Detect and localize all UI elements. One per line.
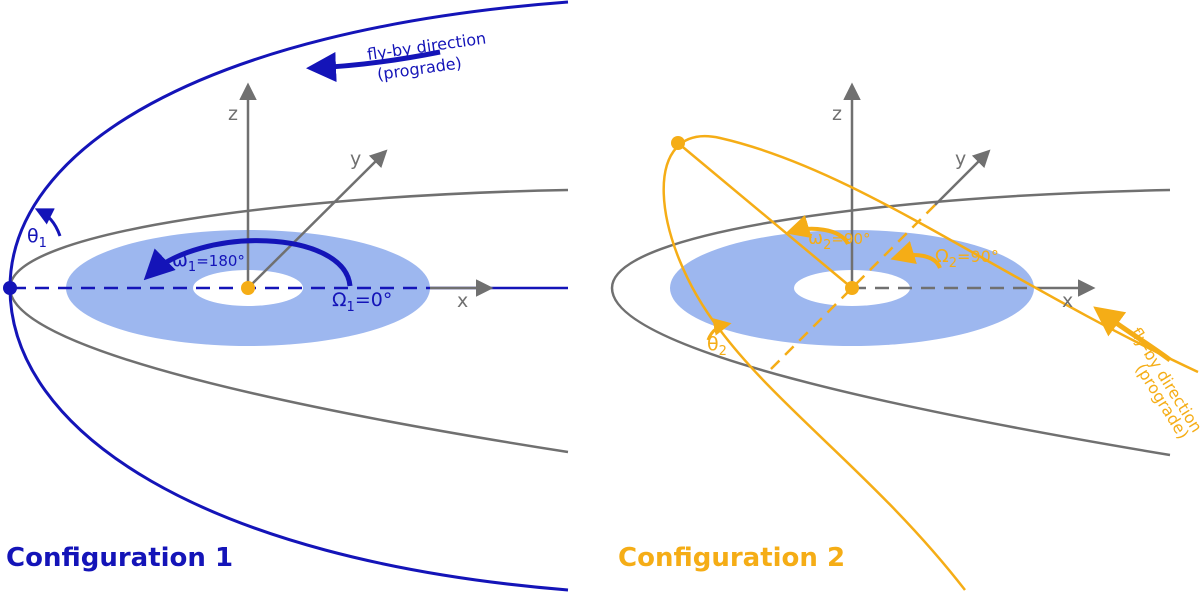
configuration-2-panel: z y x ω2=90° Ω2=90° θ2 fly-by direction … <box>610 82 1200 591</box>
flyby-arrow-2 <box>1093 306 1172 363</box>
flyby-arrow-1 <box>306 49 441 82</box>
node-label-1: Ω1=0° <box>332 289 392 315</box>
theta-label-1: θ1 <box>27 225 47 251</box>
theta-arc-1 <box>34 208 62 237</box>
apsidal-line-2 <box>677 142 853 289</box>
y-axis-1 <box>247 149 388 289</box>
y-axis-2 <box>934 149 991 206</box>
z-axis-label-2: z <box>832 103 842 125</box>
y-axis-label-2: y <box>955 148 966 170</box>
configuration-1-panel: z y x ω1=180° Ω1=0° θ1 fly-by direction … <box>3 0 569 592</box>
theta-arc-2 <box>706 318 732 341</box>
central-star-1 <box>241 281 255 295</box>
pericenter-point-1 <box>3 281 17 295</box>
configuration-1-title: Configuration 1 <box>6 543 233 573</box>
x-axis-label-1: x <box>457 290 468 312</box>
central-star-2 <box>845 281 859 295</box>
node-label-2: Ω2=90° <box>935 246 999 271</box>
omega-label-2: ω2=90° <box>808 228 871 253</box>
x-axis-label-2: x <box>1062 290 1073 312</box>
theta-label-2: θ2 <box>707 333 727 359</box>
configuration-2-title: Configuration 2 <box>618 543 845 573</box>
flyby-orbit-2 <box>662 135 1199 591</box>
gray-orbit-2 <box>610 188 1171 457</box>
z-axis-label-1: z <box>228 103 238 125</box>
y-axis-label-1: y <box>350 148 361 170</box>
omega-arc-1 <box>143 238 353 287</box>
omega-label-1: ω1=180° <box>172 249 245 275</box>
node-arc-2 <box>890 240 942 269</box>
omega-arc-2 <box>785 214 850 246</box>
pericenter-point-2 <box>671 136 685 150</box>
